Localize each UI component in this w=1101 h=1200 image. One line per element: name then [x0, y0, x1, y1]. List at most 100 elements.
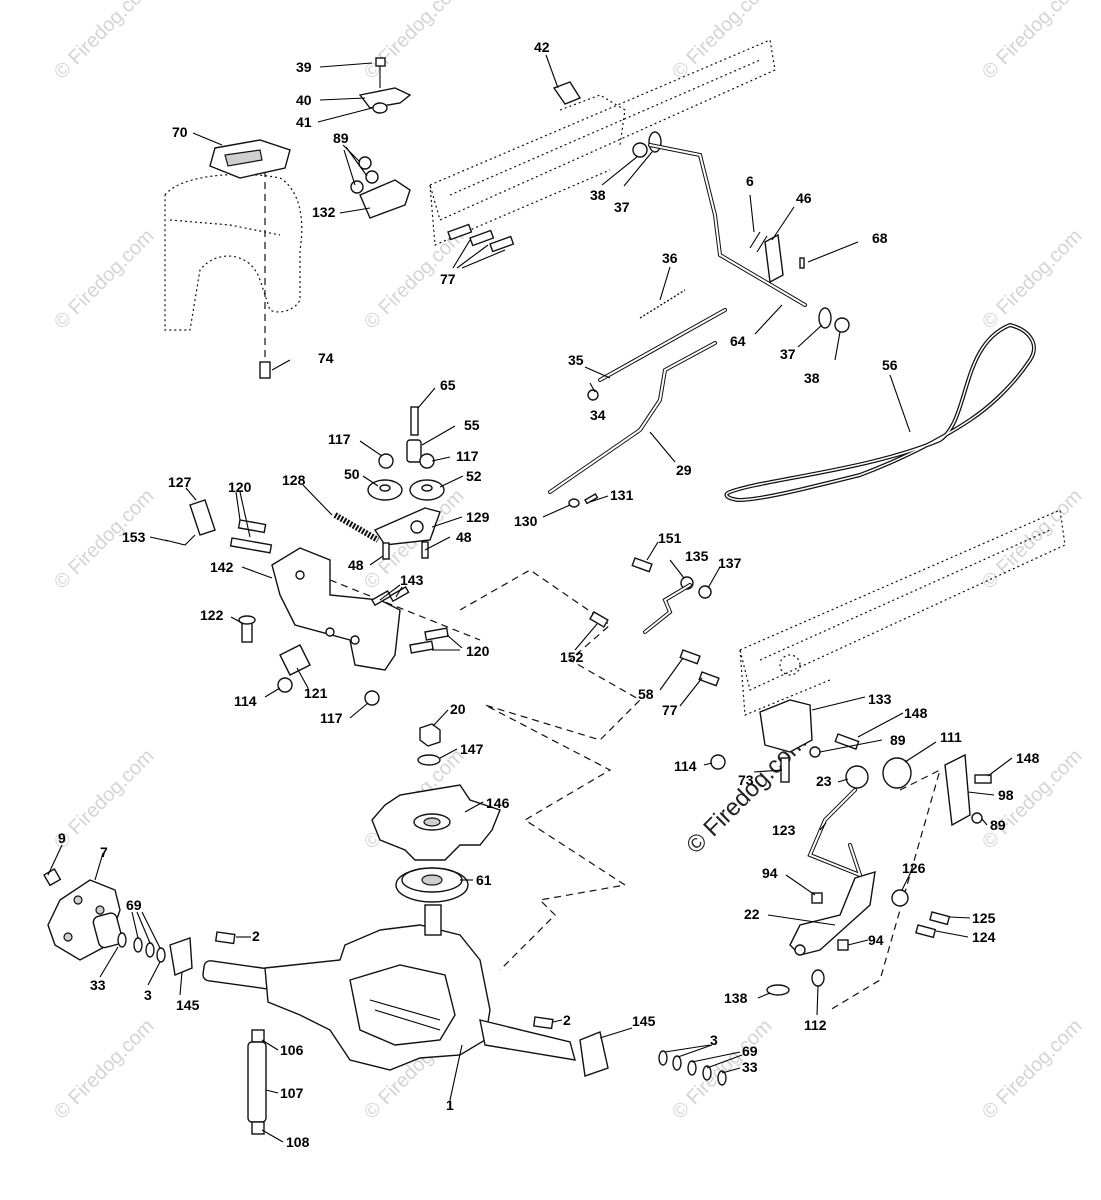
- bolt-151: [631, 557, 653, 573]
- belt-56: [724, 322, 1036, 503]
- spacer-55: [406, 439, 422, 463]
- callout-label: 94: [868, 932, 884, 948]
- callout-label: 121: [304, 685, 328, 701]
- callout-label: 128: [282, 472, 306, 488]
- nut-89b: [809, 746, 821, 758]
- pulley-61: [395, 867, 469, 903]
- callout-label: 55: [464, 417, 480, 433]
- callout-label: 34: [590, 407, 606, 423]
- callout-label: 125: [972, 910, 996, 926]
- callout-label: 40: [296, 92, 312, 108]
- callout-label: 22: [744, 906, 760, 922]
- callout-label: 46: [796, 190, 812, 206]
- pin-68: [799, 257, 805, 269]
- callout-label: 130: [514, 513, 538, 529]
- callout-label: 9: [58, 830, 66, 846]
- callout-label: 129: [466, 509, 490, 525]
- watermark: © Firedog.com: [50, 745, 159, 854]
- bolt-74: [259, 361, 271, 379]
- nut-117c: [364, 690, 380, 706]
- callout-label: 1: [446, 1097, 454, 1113]
- washer-130: [568, 498, 580, 508]
- callout-label: 126: [902, 860, 926, 876]
- callout-label: 33: [90, 977, 106, 993]
- callout-label: 69: [126, 897, 142, 913]
- callout-label: 61: [476, 872, 492, 888]
- bolt-125: [929, 911, 951, 926]
- callout-label: 117: [328, 431, 351, 447]
- callout-label: 35: [568, 352, 584, 368]
- callout-label: 148: [904, 705, 928, 721]
- watermark: © Firedog.com: [50, 1015, 159, 1124]
- bolt-39: [375, 57, 386, 88]
- callout-label: 145: [176, 997, 200, 1013]
- bolt-94: [811, 892, 823, 904]
- bolt-124: [915, 924, 937, 939]
- washer-38: [632, 142, 648, 158]
- washer-33: [117, 932, 127, 948]
- hub-7: [47, 879, 123, 961]
- callout-label: 123: [772, 822, 796, 838]
- callout-label: 94: [762, 865, 778, 881]
- callout-label: 36: [662, 250, 678, 266]
- nut-89c: [971, 812, 983, 824]
- knob-23: [845, 765, 869, 789]
- callout-label: 3: [144, 987, 152, 1003]
- washer-37b: [818, 307, 832, 329]
- bolts-120: [237, 519, 267, 534]
- bracket-46: [764, 233, 784, 284]
- callout-label: 153: [122, 529, 146, 545]
- fender-outline: [164, 173, 303, 331]
- clip-127: [189, 499, 216, 536]
- callout-label: 131: [610, 487, 634, 503]
- washer-112: [811, 969, 825, 987]
- callout-label: 127: [168, 474, 192, 490]
- callout-labels: 39 40 41 42 70 89 132 77 38 37 6 46 68 3…: [58, 39, 1040, 1150]
- washer-37: [648, 131, 662, 153]
- spring-36: [639, 289, 686, 319]
- bracket-98: [944, 753, 971, 827]
- callout-label: 146: [486, 795, 510, 811]
- rod-29: [548, 341, 717, 494]
- key-2b: [532, 1016, 554, 1030]
- pin-153: [164, 534, 196, 546]
- bolt-48: [382, 542, 390, 560]
- callout-label: 117: [320, 710, 343, 726]
- callout-label: 3: [710, 1032, 718, 1048]
- callout-label: 29: [676, 462, 692, 478]
- callout-label: 37: [780, 346, 796, 362]
- callout-label: 38: [804, 370, 820, 386]
- watermark: © Firedog.com: [360, 0, 469, 84]
- shaft-64: [648, 143, 807, 307]
- watermark: © Firedog.com: [50, 0, 159, 84]
- rod-107: [247, 1041, 267, 1123]
- bracket-40: [358, 87, 412, 109]
- fitting-108: [251, 1121, 265, 1135]
- bracket-22: [789, 871, 876, 956]
- bushing-111: [882, 757, 912, 789]
- callout-label: 23: [816, 773, 832, 789]
- watermark: © Firedog.com: [978, 1015, 1087, 1124]
- bolt-65: [410, 406, 419, 436]
- callout-label: 39: [296, 59, 312, 75]
- watermark: © Firedog.com: [668, 1015, 777, 1124]
- callout-label: 41: [296, 114, 312, 130]
- pin-131: [584, 493, 599, 505]
- callout-label: 56: [882, 357, 898, 373]
- nut-114: [277, 677, 293, 693]
- callout-label: 98: [998, 787, 1014, 803]
- callout-label: 52: [466, 468, 482, 484]
- callout-label: 106: [280, 1042, 304, 1058]
- lever-123: [807, 788, 864, 879]
- watermark: © Firedog.com: [668, 0, 777, 84]
- nut-117: [378, 453, 394, 469]
- watermark-layer: © Firedog.com © Firedog.com © Firedog.co…: [50, 0, 1087, 1124]
- belt-route-line: [264, 170, 941, 1011]
- callout-label: 120: [228, 479, 252, 495]
- callout-label: 37: [614, 199, 630, 215]
- bolt-148b: [974, 774, 992, 784]
- bolt-58: [679, 649, 701, 665]
- watermark: © Firedog.com: [978, 225, 1087, 334]
- callout-label: 147: [460, 741, 484, 757]
- bracket-132: [359, 179, 411, 219]
